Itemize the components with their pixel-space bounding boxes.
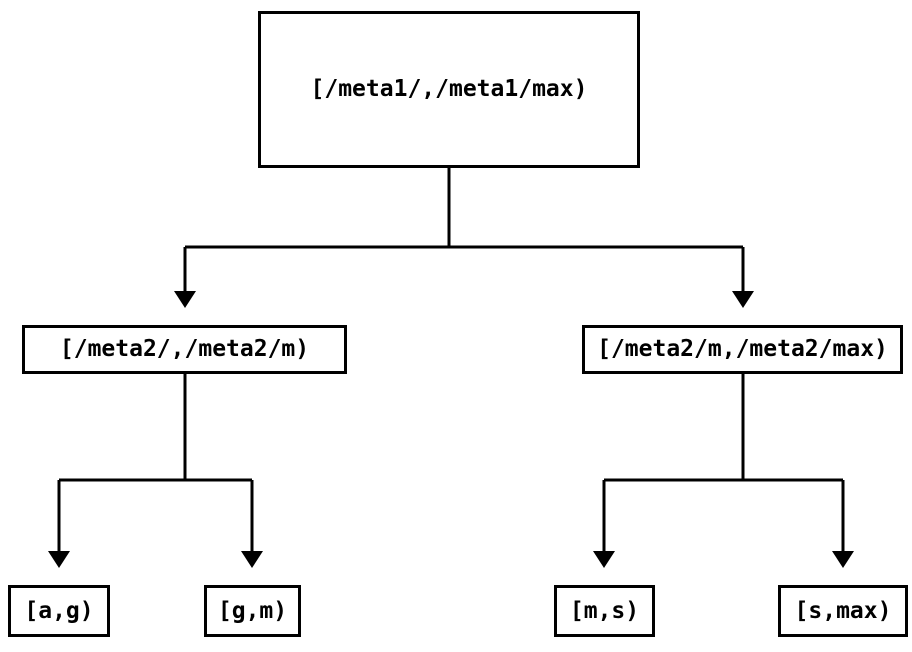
arrowhead-icon bbox=[174, 291, 196, 308]
edge-left-to-leaves bbox=[57, 374, 254, 553]
edge-right-to-leaves bbox=[602, 374, 845, 553]
arrowhead-icon bbox=[241, 551, 263, 568]
leaf-node-a-g: [a,g) bbox=[8, 585, 110, 637]
arrowhead-icon bbox=[832, 551, 854, 568]
leaf-node-s-max: [s,max) bbox=[778, 585, 908, 637]
edge-root-to-level2 bbox=[183, 168, 745, 293]
node-meta2-right: [/meta2/m,/meta2/max) bbox=[582, 325, 903, 374]
node-meta2-left: [/meta2/,/meta2/m) bbox=[22, 325, 347, 374]
leaf-node-m-s: [m,s) bbox=[554, 585, 655, 637]
leaf-node-g-m: [g,m) bbox=[204, 585, 301, 637]
arrowhead-icon bbox=[593, 551, 615, 568]
arrowhead-icon bbox=[48, 551, 70, 568]
node-root: [/meta1/,/meta1/max) bbox=[258, 11, 640, 168]
arrowhead-icon bbox=[732, 291, 754, 308]
